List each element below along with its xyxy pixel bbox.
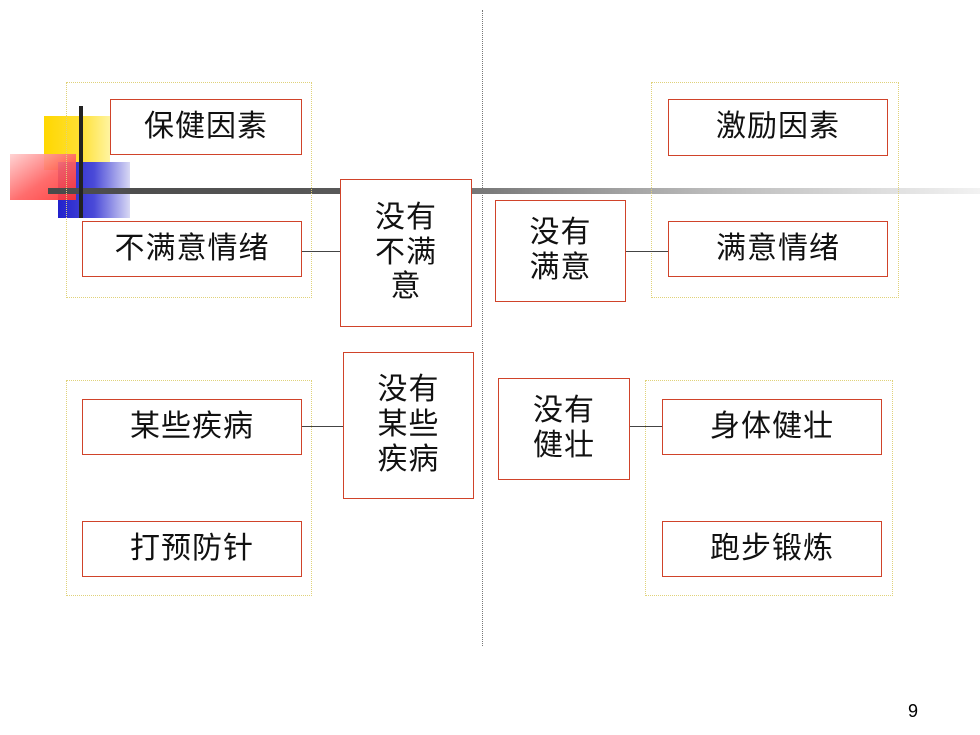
no-diseases-box: 没有 某些 疾病 <box>343 352 474 499</box>
motivation-factors-label: 激励因素 <box>716 109 840 145</box>
right-top-group-frame <box>651 82 899 298</box>
not-healthy-box: 没有 健壮 <box>498 378 630 480</box>
satisfaction-emotion-label: 满意情绪 <box>716 230 840 266</box>
no-satisfaction-box: 没有 满意 <box>495 200 626 302</box>
center-divider <box>482 10 483 646</box>
motivation-factors-box: 激励因素 <box>668 99 888 156</box>
no-diseases-line-2: 某些 <box>377 407 440 443</box>
running-exercise-label: 跑步锻炼 <box>710 530 834 566</box>
right-bottom-group-frame <box>645 380 893 596</box>
running-exercise-box: 跑步锻炼 <box>662 521 882 577</box>
hygiene-factors-box: 保健因素 <box>110 99 302 155</box>
connector-satisfaction <box>626 251 668 252</box>
satisfaction-emotion-box: 满意情绪 <box>668 221 888 277</box>
no-dissatisfaction-line-3: 意 <box>390 269 422 305</box>
connector-diseases <box>302 426 343 427</box>
no-satisfaction-line-1: 没有 <box>529 215 592 251</box>
dissatisfaction-emotion-box: 不满意情绪 <box>82 221 302 277</box>
decor-vertical-line <box>79 106 83 218</box>
healthy-body-label: 身体健壮 <box>710 408 834 444</box>
vaccination-label: 打预防针 <box>130 530 254 566</box>
some-diseases-label: 某些疾病 <box>130 408 254 444</box>
no-satisfaction-line-2: 满意 <box>529 250 592 285</box>
not-healthy-line-1: 没有 <box>533 393 595 429</box>
not-healthy-line-2: 健壮 <box>533 428 595 463</box>
no-dissatisfaction-box: 没有 不满 意 <box>340 179 472 327</box>
decor-horizontal-line <box>48 188 980 194</box>
no-dissatisfaction-line-1: 没有 <box>375 199 437 235</box>
no-diseases-line-1: 没有 <box>377 372 440 408</box>
page-number: 9 <box>907 701 918 721</box>
connector-dissatisfaction <box>302 251 340 252</box>
healthy-body-box: 身体健壮 <box>662 399 882 455</box>
left-top-group-frame <box>66 82 312 298</box>
dissatisfaction-emotion-label: 不满意情绪 <box>114 230 270 266</box>
vaccination-box: 打预防针 <box>82 521 302 577</box>
no-dissatisfaction-line-2: 不满 <box>375 234 437 270</box>
connector-healthy <box>630 426 662 427</box>
left-bottom-group-frame <box>66 380 312 596</box>
hygiene-factors-label: 保健因素 <box>144 108 268 144</box>
no-diseases-line-3: 疾病 <box>377 441 440 477</box>
some-diseases-box: 某些疾病 <box>82 399 302 455</box>
